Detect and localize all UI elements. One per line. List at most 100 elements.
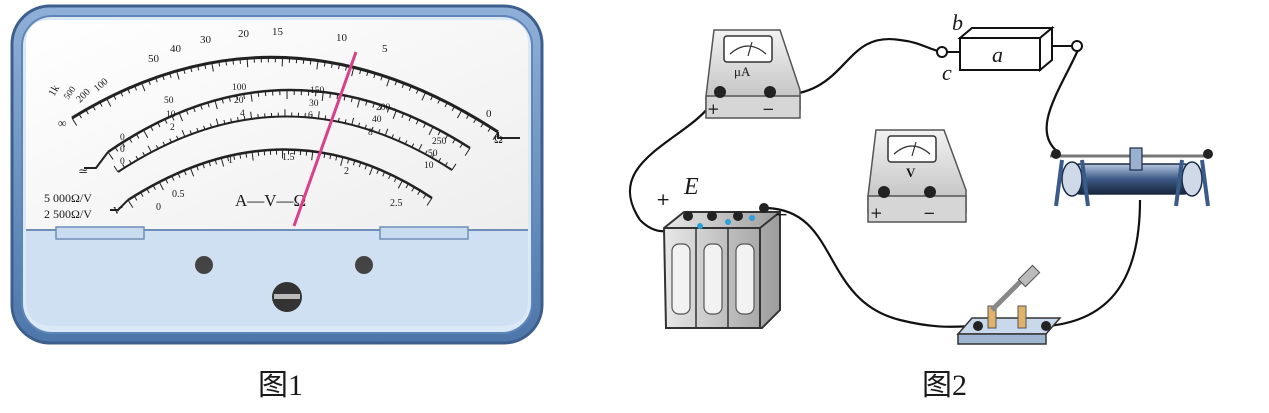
terminal-label-b: b	[952, 10, 963, 35]
battery-label-e: E	[683, 174, 699, 200]
tick-mark	[192, 107, 196, 113]
microammeter[interactable]: μA + −	[705, 29, 801, 119]
terminal-right[interactable]	[1071, 40, 1083, 52]
voltmeter-plus: +	[870, 204, 883, 222]
tick-mark	[373, 73, 376, 79]
tick-mark	[364, 164, 368, 170]
tick-mark	[189, 130, 192, 135]
terminal-label-c: c	[942, 60, 952, 85]
dc-low-0: 0	[120, 157, 125, 167]
tick-mark	[203, 125, 206, 130]
tick-mark	[92, 105, 96, 111]
rheostat[interactable]	[1050, 147, 1213, 207]
voltmeter-minus-terminal[interactable]	[924, 186, 936, 198]
microammeter-plus-terminal[interactable]	[714, 86, 726, 98]
voltmeter-minus: −	[923, 204, 936, 222]
tick-mark	[321, 91, 324, 101]
tick-mark	[388, 174, 392, 180]
microammeter-minus: −	[762, 100, 775, 118]
tick-mark	[398, 137, 401, 142]
tick-mark	[183, 170, 187, 176]
tick-mark	[209, 123, 212, 128]
tick-mark	[155, 77, 158, 83]
knife-switch[interactable]	[956, 264, 1062, 345]
tick-mark	[384, 128, 389, 136]
tick-mark	[233, 154, 236, 160]
tick-mark	[337, 117, 340, 122]
tick-mark	[350, 96, 353, 103]
tick-mark	[359, 69, 362, 75]
screw-left	[195, 256, 213, 274]
tick-mark	[345, 65, 348, 71]
tick-mark	[183, 68, 186, 74]
tick-mark	[134, 85, 138, 91]
screw-right	[355, 256, 373, 274]
tick-mark	[352, 160, 356, 166]
function-label: A—V—Ω	[235, 191, 306, 210]
tick-mark	[214, 159, 218, 165]
wire-switch-to-rheostat	[1047, 199, 1142, 328]
meter-needle	[292, 51, 358, 227]
tick-mark	[426, 197, 433, 206]
ac-label-1: 1	[228, 155, 233, 166]
tick-mark	[351, 117, 355, 125]
tick-mark	[473, 118, 477, 124]
tick-mark	[200, 104, 203, 110]
tick-mark	[451, 163, 457, 171]
tick-mark	[171, 175, 175, 181]
tick-mark	[107, 151, 114, 160]
tick-mark	[408, 85, 412, 91]
tick-mark	[164, 118, 168, 124]
dc-mid-0: 0	[120, 145, 125, 155]
tick-mark	[246, 58, 249, 68]
tick-mark	[177, 172, 181, 178]
tick-mark	[444, 162, 448, 167]
tick-mark	[226, 156, 230, 162]
tick-mark	[444, 134, 449, 140]
tick-mark	[317, 111, 320, 119]
tick-mark	[251, 151, 254, 161]
tick-mark	[424, 150, 428, 155]
dc-low-10: 10	[424, 161, 434, 171]
resistor-a[interactable]: a b c	[936, 10, 1083, 85]
tick-mark	[150, 125, 154, 131]
tick-mark	[250, 111, 253, 119]
tick-mark	[430, 95, 434, 101]
tick-mark	[165, 178, 169, 184]
tick-mark	[157, 122, 161, 128]
voltmeter-plus-terminal[interactable]	[878, 186, 890, 198]
tick-mark	[364, 124, 367, 129]
dc-mid-40: 40	[372, 115, 382, 125]
tick-mark	[386, 107, 390, 113]
tick-mark	[135, 155, 139, 160]
tick-mark	[230, 118, 233, 123]
tick-mark	[221, 98, 224, 104]
dc-mid-50: 50	[428, 149, 438, 159]
dial-face	[26, 20, 528, 230]
tick-mark	[113, 165, 119, 173]
dc-top-200: 200	[376, 103, 391, 113]
tick-mark	[391, 134, 394, 139]
tick-mark	[133, 195, 138, 201]
tick-mark	[415, 88, 419, 94]
tick-mark	[417, 190, 421, 196]
tick-mark	[225, 60, 228, 66]
microammeter-minus-terminal[interactable]	[764, 86, 776, 98]
battery-e[interactable]: + − E	[656, 174, 788, 329]
voltmeter[interactable]: V + −	[867, 129, 967, 223]
tick-mark	[232, 59, 235, 65]
tick-mark	[401, 113, 405, 119]
tick-mark	[85, 109, 89, 115]
tick-mark	[158, 181, 164, 191]
tick-mark	[378, 129, 381, 134]
rheostat-slider[interactable]	[1129, 147, 1143, 171]
terminal-b-c[interactable]	[936, 46, 948, 58]
panel-tab-left	[55, 226, 145, 240]
dc-top-150: 150	[310, 86, 325, 96]
tick-mark	[316, 60, 319, 70]
ohm-label-infinity: ∞	[58, 116, 67, 130]
tick-mark	[351, 67, 355, 77]
tick-mark	[431, 154, 435, 159]
tick-mark	[330, 62, 333, 68]
